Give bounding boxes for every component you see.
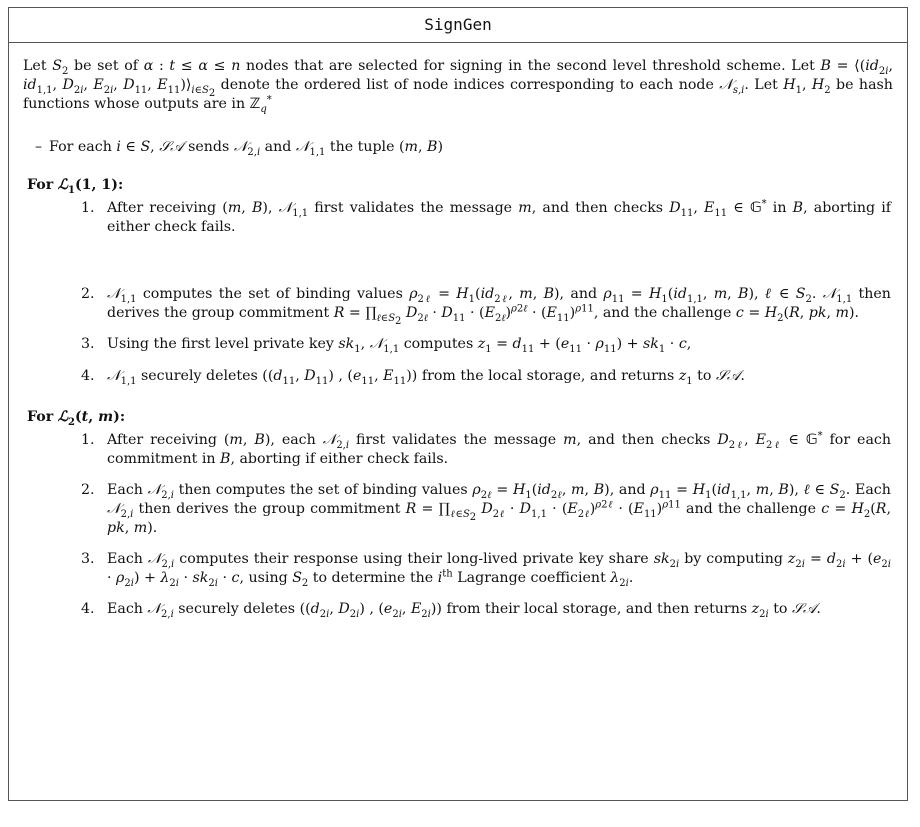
section-l2-heading: For ℒ2(t, m): [27,409,126,428]
l2-step-3: 3.Each 𝒩2,i computes their response usin… [81,551,891,589]
section-l2-steps: 1.After receiving (m, B), each 𝒩2,i firs… [23,430,893,620]
intro-paragraph: Let S2 be set of α : t ≤ α ≤ n nodes tha… [23,58,893,115]
l2-step-2: 2.Each 𝒩2,i then computes the set of bin… [81,482,891,536]
algorithm-content: Let S2 be set of α : t ≤ α ≤ n nodes tha… [9,43,907,619]
l1-step-4: 4.𝒩1,1 securely deletes ((d11, D11) , (e… [81,368,745,387]
sa-broadcast-step: –For each i ∈ S, 𝒮𝒜 sends 𝒩2,i and 𝒩1,1 … [35,139,443,158]
section-l1-heading: For ℒ1(1, 1): [27,177,124,196]
l2-step-4: 4.Each 𝒩2,i securely deletes ((d2i, D2i)… [81,601,821,620]
l1-step-2: 2.𝒩1,1 computes the set of binding value… [81,286,891,327]
section-l1-steps: 1.After receiving (m, B), 𝒩1,1 first val… [23,198,893,387]
algorithm-box: SignGen Let S2 be set of α : t ≤ α ≤ n n… [8,7,908,801]
l2-step-1: 1.After receiving (m, B), each 𝒩2,i firs… [81,430,891,467]
algorithm-title: SignGen [9,8,907,43]
l1-step-1: 1.After receiving (m, B), 𝒩1,1 first val… [81,198,892,235]
l1-step-3: 3.Using the first level private key sk1,… [81,336,692,355]
